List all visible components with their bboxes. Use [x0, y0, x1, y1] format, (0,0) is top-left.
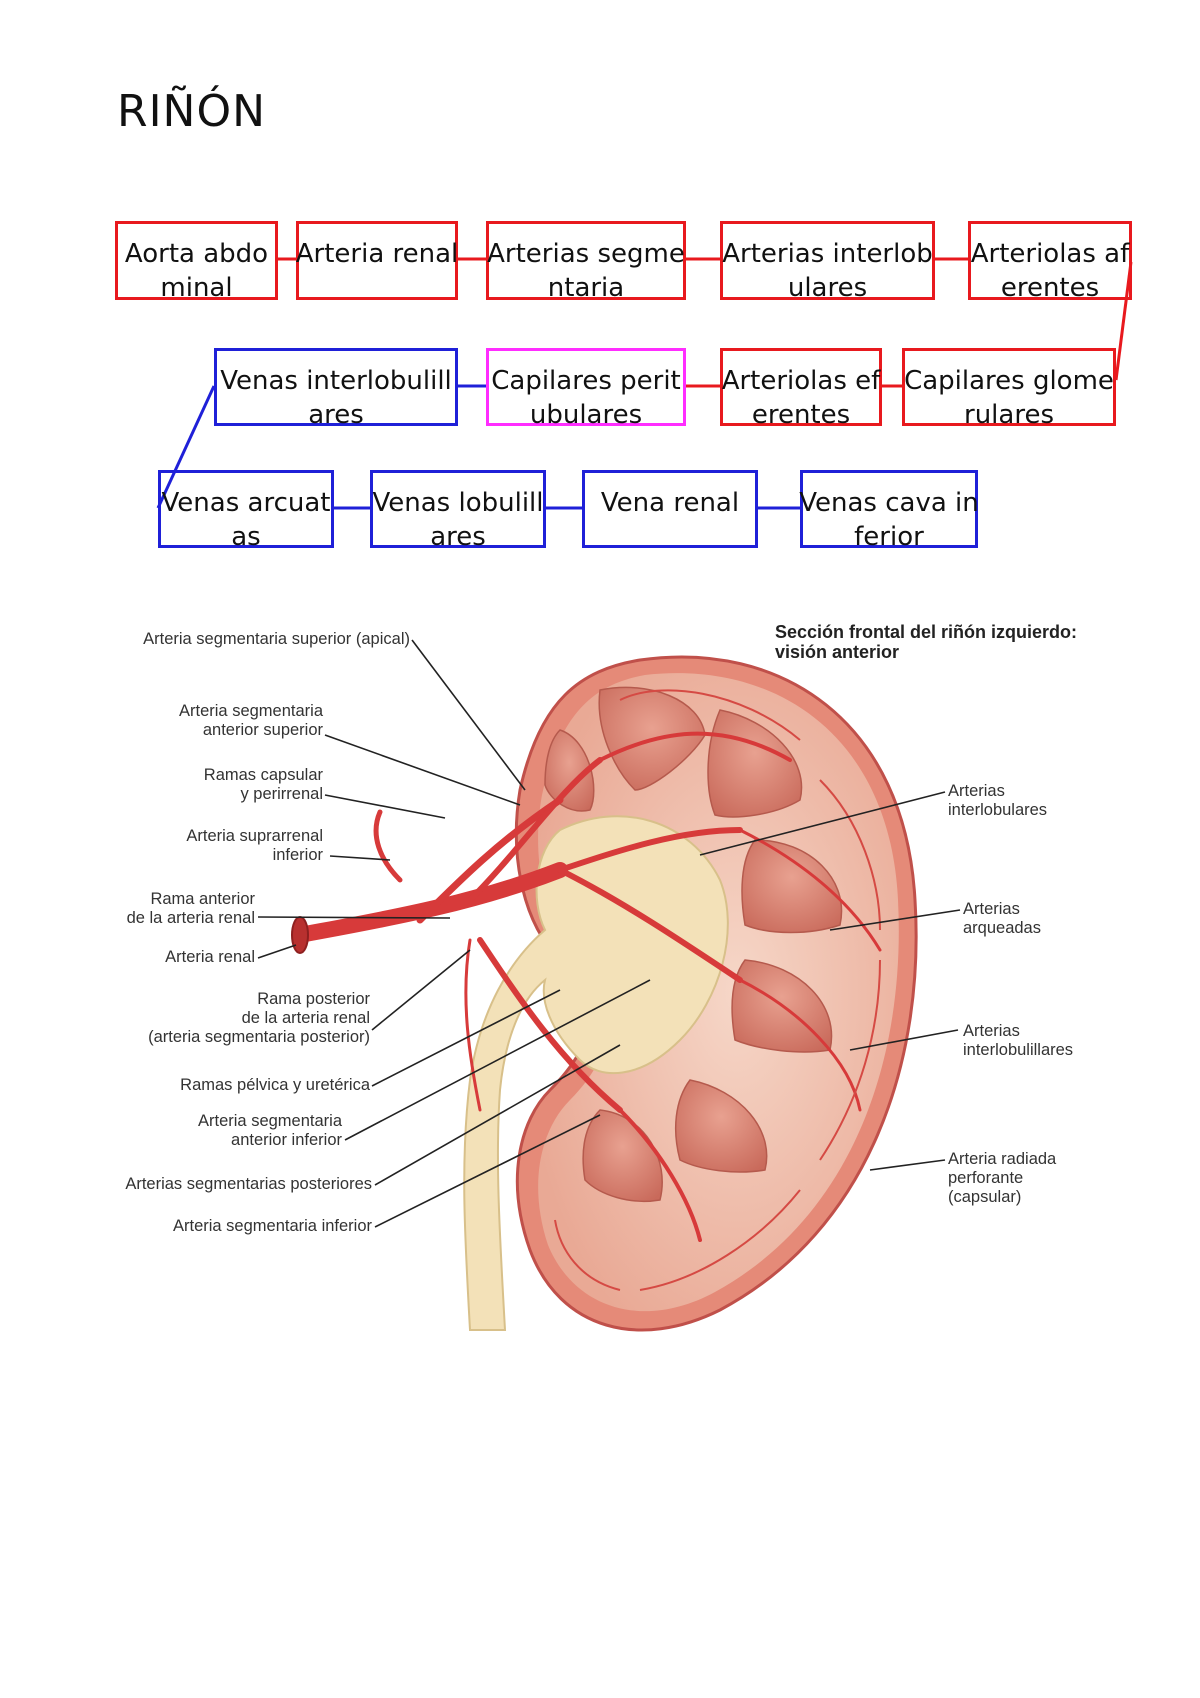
- flow-box-vena-renal: Vena renal: [582, 470, 758, 548]
- label-ramas-pelvica-ureterica: Ramas pélvica y uretérica: [180, 1076, 370, 1094]
- flow-box-arteriolas-eferentes: Arteriolas eferentes: [720, 348, 882, 430]
- flow-box-label: Capilares glomerulares: [904, 366, 1114, 430]
- label-arteria-segmentaria-inferior: Arteria segmentaria inferior: [173, 1217, 372, 1235]
- label-arterias-interlobulares: Arterias interlobulares: [948, 782, 1048, 819]
- flow-box-arteria-renal: Arteria renal: [296, 221, 458, 300]
- figure-title: Sección frontal del riñón izquierdo: vis…: [775, 622, 1078, 662]
- connector: [1114, 261, 1133, 381]
- leader-lines: [257, 639, 961, 1228]
- label-rama-anterior: Rama anterior de la arteria renal: [126, 890, 255, 927]
- arcuate-vessels: [554, 689, 881, 1291]
- flow-box-arterias-segmentaria: Arterias segmentaria: [486, 221, 686, 303]
- connector: [156, 385, 216, 509]
- flow-box-venas-arcuatas: Venas arcuatas: [158, 470, 334, 552]
- label-arteria-segmentaria-anterior-inferior: Arteria segmentaria anterior inferior: [198, 1112, 342, 1149]
- flow-box-label: Arteriolas eferentes: [721, 366, 881, 430]
- label-rama-posterior: Rama posterior de la arteria renal (arte…: [148, 990, 370, 1046]
- flow-box-label: Arterias interlobulares: [722, 239, 933, 303]
- label-arteria-renal: Arteria renal: [165, 948, 255, 966]
- label-arterias-segmentarias-posteriores: Arterias segmentarias posteriores: [125, 1175, 372, 1193]
- flow-box-label: Vena renal: [600, 488, 740, 518]
- label-arteria-segmentaria-anterior-superior: Arteria segmentaria anterior superior: [179, 702, 323, 739]
- label-arteria-suprarrenal-inferior: Arteria suprarrenal inferior: [186, 827, 323, 864]
- flow-connectors: [156, 257, 1133, 510]
- flow-box-label: Venas arcuatas: [161, 488, 331, 552]
- label-arterias-interlobulillares: Arterias interlobulillares: [963, 1022, 1074, 1059]
- renal-arteries: [291, 731, 882, 1242]
- flow-box-aorta-abdominal: Aorta abdominal: [115, 221, 278, 303]
- label-ramas-capsular: Ramas capsular y perirrenal: [203, 766, 323, 803]
- kidney-illustration: [257, 639, 961, 1332]
- flow-box-venas-interlobulillares: Venas interlobulillares: [214, 348, 458, 430]
- flow-box-label: Venas cava inferior: [799, 488, 979, 552]
- flow-box-venas-cava-inferior: Venas cava inferior: [799, 470, 979, 552]
- flow-box-label: Arterias segmentaria: [487, 239, 685, 303]
- flow-box-label: Arteriolas aferentes: [970, 239, 1130, 303]
- flow-box-arteriolas-aferentes: Arteriolas aferentes: [968, 221, 1132, 303]
- flow-box-label: Venas interlobulillares: [220, 366, 452, 430]
- label-arterias-arqueadas: Arterias arqueadas: [963, 900, 1041, 937]
- flow-box-label: Capilares peritubulares: [491, 366, 681, 430]
- flow-box-venas-lobulillares: Venas lobulillares: [370, 470, 546, 552]
- flow-box-label: Venas lobulillares: [372, 488, 544, 552]
- flow-box-label: Aorta abdominal: [124, 239, 269, 303]
- flow-box-capilares-peritubulares: Capilares peritubulares: [486, 348, 686, 430]
- flow-box-arterias-interlobulares: Arterias interlobulares: [720, 221, 935, 303]
- label-arteria-radiada-perforante: Arteria radiada perforante (capsular): [948, 1150, 1057, 1206]
- renal-pelvis: [463, 815, 729, 1331]
- flow-box-label: Arteria renal: [295, 239, 459, 269]
- label-arteria-segmentaria-superior: Arteria segmentaria superior (apical): [143, 630, 410, 648]
- flow-box-capilares-glomerulares: Capilares glomerulares: [902, 348, 1116, 430]
- page-title: RIÑÓN: [117, 86, 267, 137]
